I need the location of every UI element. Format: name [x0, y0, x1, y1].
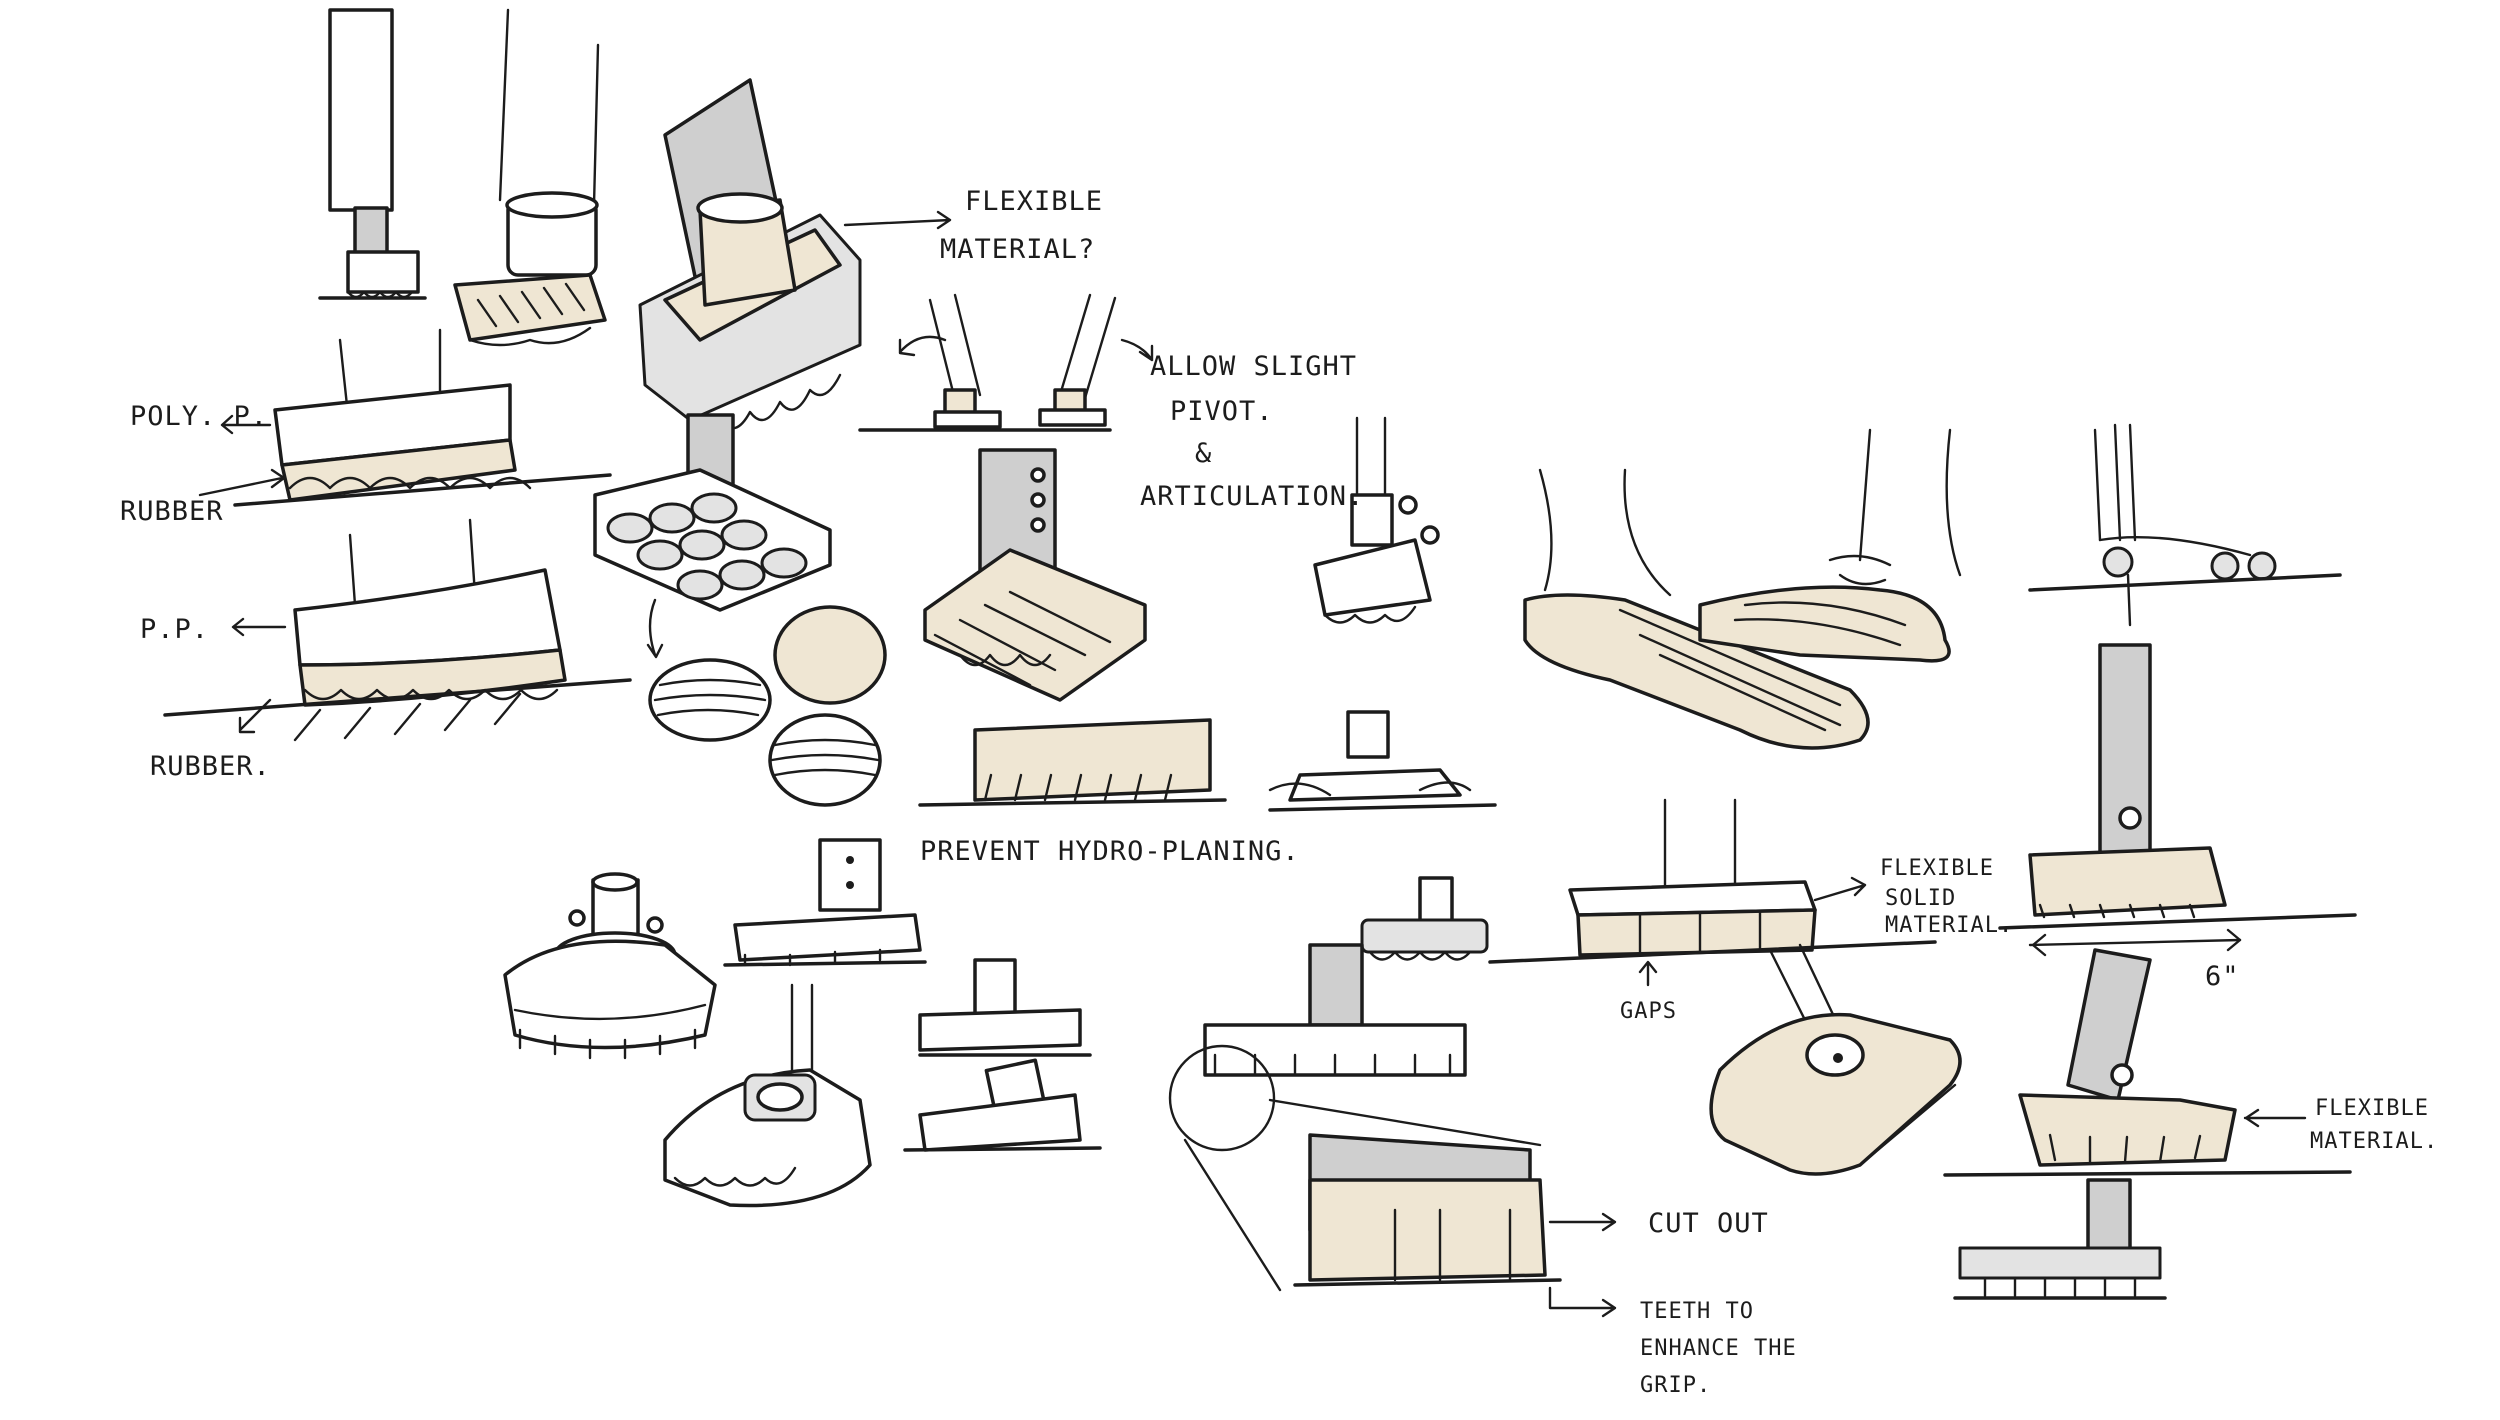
sketch-pivot-legs — [858, 293, 1154, 432]
sketch-ribbed-ball-studs — [648, 605, 887, 807]
label-rubber-2: RUBBER. — [150, 751, 271, 782]
sketch-articulated-angled-foot — [1709, 943, 1962, 1176]
annotation-group: POLY. P. RUBBER P.P. RUBBER. FLEXIBLE MA… — [120, 186, 2438, 1398]
label-pivot-line4: ARTICULATION. — [1140, 481, 1364, 512]
label-prevent-hydroplaning: PREVENT HYDRO-PLANING. — [920, 836, 1300, 867]
label-cut-out: CUT OUT — [1648, 1208, 1769, 1239]
label-flexible-solid-line1: FLEXIBLE — [1880, 856, 1994, 881]
sketch-round-base-fitting — [503, 872, 717, 1060]
sketch-layered-foot-poly-rubber — [198, 328, 612, 507]
label-pivot-line1: ALLOW SLIGHT — [1150, 351, 1357, 382]
label-poly-p: POLY. P. — [130, 401, 268, 432]
label-flexible-material-line2: MATERIAL. — [2310, 1129, 2438, 1154]
label-gaps: GAPS — [1620, 999, 1677, 1024]
sketch-foot-side-view — [2028, 423, 2342, 627]
label-flexible-solid-line3: MATERIAL. — [1885, 913, 2013, 938]
label-teeth-line3: GRIP. — [1640, 1373, 1711, 1398]
sketch-flexible-solid-block — [1488, 798, 1937, 987]
sketch-rounded-soft-foot — [663, 983, 872, 1208]
sketch-tall-tube-foot — [1998, 643, 2357, 957]
sketch-cutaway-detail-foot — [1168, 943, 1617, 1318]
sketch-nubbed-pad — [593, 468, 832, 659]
sketch-small-pivot-foot — [1313, 416, 1440, 624]
sketch-small-foot-inline — [1360, 876, 1489, 961]
sketch-ribbed-foot — [453, 8, 607, 347]
label-dimension: 6" — [2205, 961, 2240, 992]
sketch-angled-flex-pad — [1943, 948, 2352, 1177]
label-teeth-line1: TEETH TO — [1640, 1299, 1754, 1324]
sketch-grip-block — [918, 718, 1227, 807]
sketch-low-pivot-foot — [1268, 710, 1497, 812]
label-flexible-q-line2: MATERIAL? — [940, 234, 1095, 265]
sketch-bottom-right-foot — [1953, 1178, 2167, 1300]
label-pivot-line3: & — [1195, 438, 1212, 469]
sketch-cup-foot-flexible — [638, 78, 952, 502]
label-teeth-line2: ENHANCE THE — [1640, 1336, 1797, 1361]
label-rubber-1: RUBBER — [120, 496, 224, 527]
label-flexible-material-line1: FLEXIBLE — [2315, 1096, 2429, 1121]
label-pivot-line2: PIVOT. — [1170, 396, 1274, 427]
sketch-foot-skeleton — [1523, 428, 1962, 750]
sketch-curved-pp-foot — [163, 518, 632, 742]
label-flexible-solid-line2: SOLID — [1885, 886, 1956, 911]
sketch-ribbed-shoe-pad — [923, 448, 1147, 702]
sketch-tread-feet — [903, 958, 1102, 1152]
label-flexible-q-line1: FLEXIBLE — [965, 186, 1103, 217]
sketch-rail-foot — [723, 838, 927, 967]
label-pp: P.P. — [140, 614, 209, 645]
sketch-tube-with-cap — [318, 8, 427, 300]
